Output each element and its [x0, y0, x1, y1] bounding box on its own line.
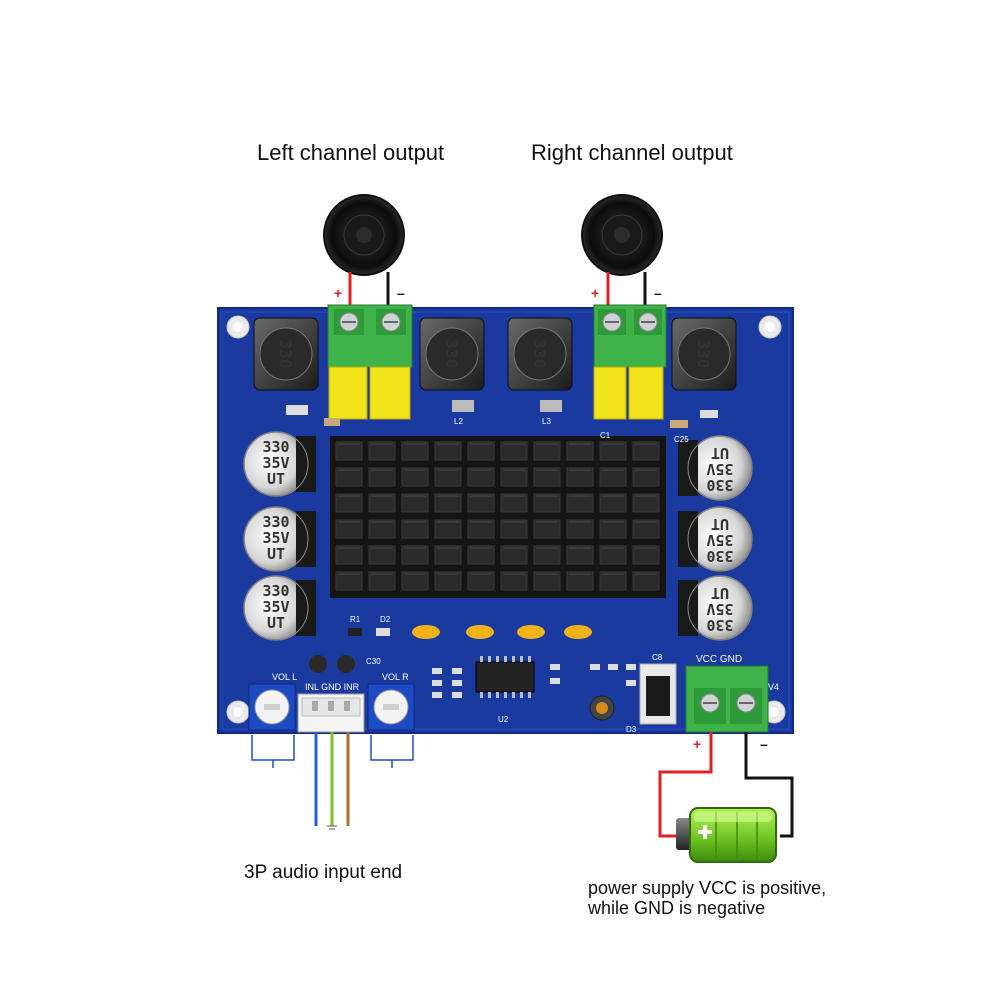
- trimpot-leads: [251, 735, 414, 768]
- inductor: 330: [253, 317, 319, 391]
- inductor: 330: [671, 317, 737, 391]
- small-capacitor-c34: [589, 695, 615, 721]
- v4-silk: V4: [768, 682, 779, 692]
- left-speaker: [323, 194, 405, 276]
- ic-chip: [475, 656, 535, 698]
- right-plus-sign: +: [591, 285, 599, 301]
- right-speaker-wires: [606, 272, 647, 305]
- heatsink: [330, 436, 666, 598]
- capacitor-marking: 35V: [262, 454, 289, 472]
- right-speaker-terminal: [593, 304, 667, 368]
- svg-text:330: 330: [694, 340, 713, 369]
- svg-text:330: 330: [442, 340, 461, 369]
- capacitor-marking: 330: [262, 582, 289, 600]
- volume-right-trimpot: [367, 683, 415, 731]
- capacitor-marking: 35V: [706, 531, 733, 549]
- audio-input-wires: [314, 732, 350, 830]
- smd-components: [286, 400, 718, 698]
- capacitor-marking: 330: [706, 476, 733, 494]
- r1-silk: R1: [350, 615, 361, 624]
- capacitor-marking: UT: [267, 545, 285, 563]
- vol-l-silk: VOL L: [272, 672, 297, 682]
- power-minus-sign: –: [760, 736, 768, 752]
- inductor: 330: [419, 317, 485, 391]
- capacitor-marking: UT: [267, 470, 285, 488]
- battery-icon: [676, 807, 777, 863]
- volume-left-trimpot: [248, 683, 296, 731]
- right-channel-output-label: Right channel output: [531, 140, 733, 165]
- inductors: 330 330 330 330: [253, 317, 737, 391]
- power-wires: [658, 732, 794, 838]
- inductor: 330: [507, 317, 573, 391]
- mounting-holes: [226, 315, 786, 724]
- vol-r-silk: VOL R: [382, 672, 409, 682]
- l3-silk: L3: [542, 417, 551, 426]
- left-channel-output-label: Left channel output: [257, 140, 445, 165]
- capacitor-marking: 330: [706, 547, 733, 565]
- c25-silk: C25: [674, 435, 689, 444]
- audio-input-label: 3P audio input end: [244, 862, 403, 883]
- capacitor-marking: UT: [711, 515, 729, 533]
- power-label-line2: while GND is negative: [588, 898, 766, 918]
- d3-silk: D3: [626, 725, 637, 734]
- svg-text:330: 330: [276, 340, 295, 369]
- capacitor-marking: UT: [711, 444, 729, 462]
- c1-silk: C1: [600, 431, 611, 440]
- power-label-line1: power supply VCC is positive,: [588, 878, 827, 898]
- right-speaker: [581, 194, 663, 276]
- svg-text:330: 330: [530, 340, 549, 369]
- power-supply-label: power supply VCC is positive, while GND …: [588, 878, 826, 918]
- left-speaker-terminal: [327, 304, 413, 368]
- l2-silk: L2: [454, 417, 463, 426]
- capacitor-marking: 330: [706, 616, 733, 634]
- power-terminal: [685, 665, 769, 733]
- capacitor-marking: 35V: [706, 460, 733, 478]
- c8-silk: C8: [652, 653, 663, 662]
- capacitor-marking: UT: [711, 584, 729, 602]
- capacitor-marking: 35V: [706, 600, 733, 618]
- right-minus-sign: –: [654, 285, 662, 301]
- capacitor-marking: 35V: [262, 598, 289, 616]
- left-plus-sign: +: [334, 285, 342, 301]
- d2-silk: D2: [380, 615, 391, 624]
- u2-silk: U2: [498, 715, 509, 724]
- power-plus-sign: +: [693, 736, 701, 752]
- capacitor-marking: 35V: [262, 529, 289, 547]
- input-pins-silk: INL GND INR: [305, 682, 360, 692]
- film-capacitors: [328, 366, 664, 420]
- vcc-gnd-silk: VCC GND: [696, 654, 742, 665]
- left-speaker-wires: [348, 272, 390, 305]
- c30-silk: C30: [366, 657, 381, 666]
- capacitor-marking: UT: [267, 614, 285, 632]
- left-minus-sign: –: [397, 285, 405, 301]
- small-capacitor-c30: [309, 655, 355, 673]
- capacitor-marking: 330: [262, 438, 289, 456]
- power-regulator: [639, 663, 677, 725]
- capacitor-marking: 330: [262, 513, 289, 531]
- audio-input-connector: [297, 693, 365, 733]
